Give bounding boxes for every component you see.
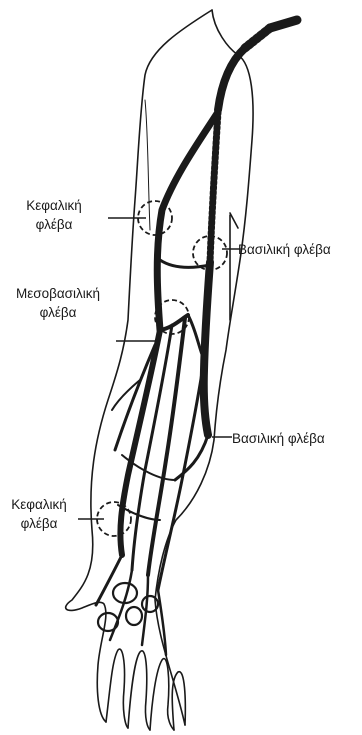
label-cephalic-vein-upper: Κεφαλική φλέβα <box>14 196 94 234</box>
vein-basilic-upper <box>204 262 210 435</box>
label-cephalic-vein-lower: Κεφαλική φλέβα <box>0 495 78 533</box>
hand-loop-3 <box>126 607 142 625</box>
arm-crease <box>145 100 150 230</box>
finger-2 <box>128 651 150 730</box>
vein-forearm-g <box>175 435 208 480</box>
vein-hand-4 <box>158 590 166 655</box>
label-cephalic-vein-lower-line-2: φλέβα <box>0 514 78 533</box>
label-cephalic-vein-upper-line-2: φλέβα <box>14 215 94 234</box>
vein-hand-1 <box>96 555 122 605</box>
label-basilic-vein-upper: Βασιλική φλέβα <box>238 240 331 259</box>
label-median-basilic-vein-line-2: φλέβα <box>2 303 114 322</box>
arm-outline-left <box>66 10 212 722</box>
label-basilic-vein-lower: Βασιλική φλέβα <box>232 429 325 448</box>
arrow-head <box>230 213 238 228</box>
label-cephalic-vein-lower-line-1: Κεφαλική <box>0 495 78 514</box>
label-median-basilic-vein-line-1: Μεσοβασιλική <box>2 284 114 303</box>
arm-outline <box>66 10 253 730</box>
label-cephalic-vein-upper-line-1: Κεφαλική <box>14 196 94 215</box>
catheter-segment-dashed <box>245 28 270 48</box>
catheter-tube <box>210 20 297 262</box>
finger-1 <box>106 649 128 728</box>
vein-crossing <box>160 260 210 267</box>
hand-loop-2 <box>98 613 118 631</box>
catheter-inserted-dashed <box>210 112 218 262</box>
catheter-main <box>218 48 245 110</box>
direction-arrow <box>230 213 238 320</box>
label-median-basilic-vein: Μεσοβασιλική φλέβα <box>2 284 114 322</box>
veins <box>96 112 218 655</box>
